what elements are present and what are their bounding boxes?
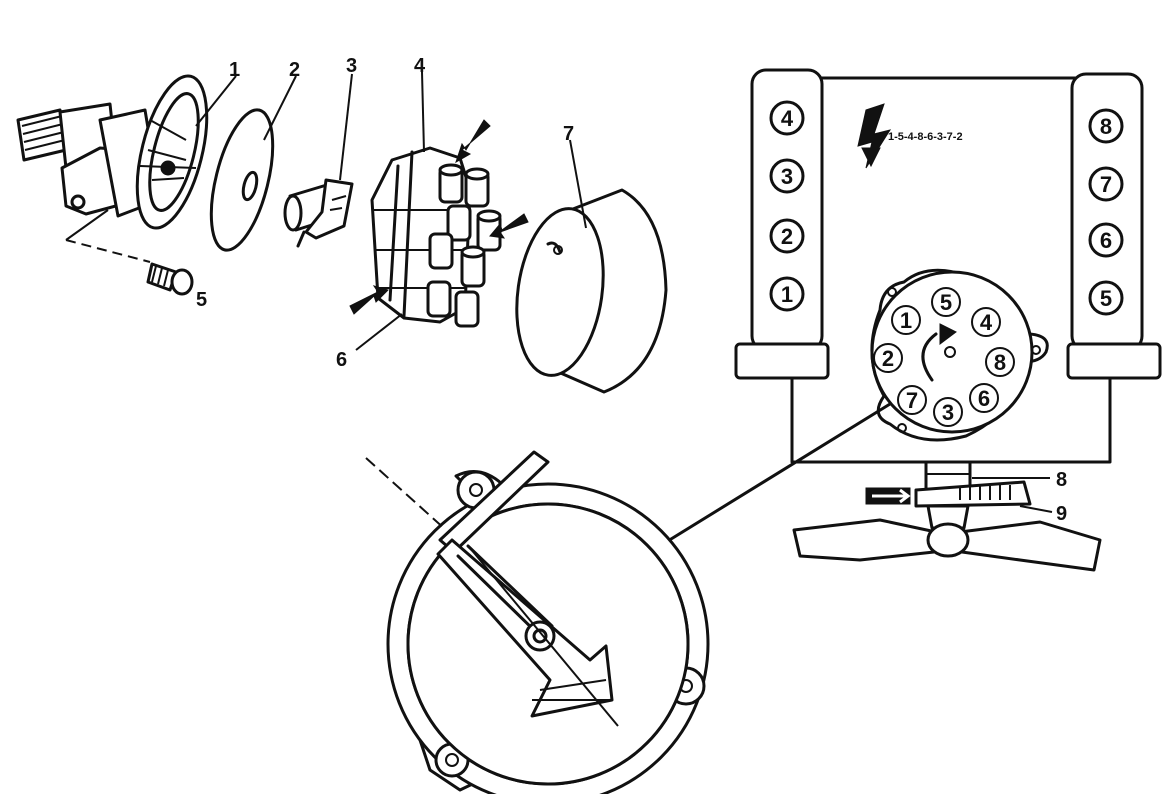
cylinder-label: 7	[1100, 172, 1112, 197]
terminal-label: 5	[940, 290, 952, 315]
cylinder-label: 3	[781, 164, 793, 189]
callout-9: 9	[1056, 503, 1067, 525]
terminal-label: 2	[882, 346, 894, 371]
pointer-arrows	[349, 119, 529, 315]
cap-top-view	[870, 268, 1049, 442]
cap-terminal-numbers: 5 4 8 6 3 7 2 1	[873, 287, 1015, 427]
screw	[146, 262, 194, 296]
terminal-label: 7	[906, 388, 918, 413]
cap-cover	[515, 188, 668, 394]
cylinder-label: 6	[1100, 228, 1112, 253]
cylinder-label: 2	[781, 224, 793, 249]
callout-3: 3	[346, 55, 357, 77]
callout-5: 5	[196, 289, 207, 311]
terminal-label: 3	[942, 400, 954, 425]
callout-6: 6	[336, 349, 347, 371]
callout-4: 4	[414, 55, 426, 77]
right-bank-cylinders: 8 7 6 5	[1088, 108, 1124, 316]
cylinder-label: 5	[1100, 286, 1112, 311]
callout-8: 8	[1056, 469, 1067, 491]
firing-order-text: 1-5-4-8-6-3-7-2	[888, 131, 963, 143]
dust-cover-disc	[209, 108, 275, 252]
cylinder-label: 1	[781, 282, 793, 307]
terminal-label: 8	[994, 350, 1006, 375]
distributor-cap	[349, 119, 529, 328]
rotor-detail-inset	[365, 402, 892, 799]
terminal-label: 6	[978, 386, 990, 411]
rotor	[283, 178, 354, 248]
callout-2: 2	[289, 59, 300, 81]
left-bank-cylinders: 4 3 2 1	[769, 100, 805, 312]
rotation-arrow-icon	[939, 323, 957, 345]
cap-towers	[426, 163, 502, 328]
cylinder-label: 4	[781, 106, 794, 131]
callout-7: 7	[563, 123, 574, 145]
terminal-label: 1	[900, 308, 912, 333]
distributor-housing	[16, 74, 209, 263]
callout-leaders	[195, 71, 587, 351]
cylinder-label: 8	[1100, 114, 1112, 139]
callout-1: 1	[229, 59, 240, 81]
terminal-label: 4	[980, 310, 993, 335]
